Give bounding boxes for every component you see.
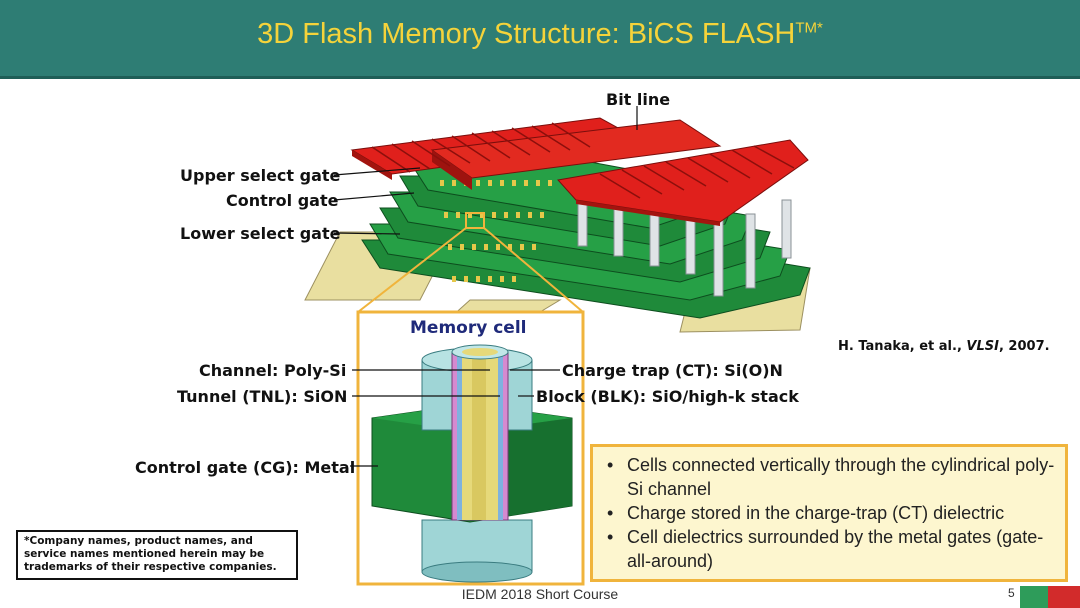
label-tunnel: Tunnel (TNL): SiON <box>177 387 348 406</box>
slide-header: 3D Flash Memory Structure: BiCS FLASHTM* <box>0 0 1080 79</box>
bullet-item: Cell dielectrics surrounded by the metal… <box>603 525 1057 573</box>
reference-journal: VLSI <box>966 339 999 354</box>
cell-highlight-box <box>465 212 485 229</box>
label-upper-select-gate: Upper select gate <box>180 166 341 185</box>
corner-logo-red <box>1048 586 1080 608</box>
leader-lines-left <box>333 167 421 235</box>
label-bit-line: Bit line <box>606 90 671 109</box>
bitline-block-right <box>557 139 809 226</box>
disclaimer-box: *Company names, product names, and servi… <box>16 530 298 580</box>
slide-title: 3D Flash Memory Structure: BiCS FLASHTM* <box>257 18 823 50</box>
label-control-gate-cg: Control gate (CG): Metal <box>135 458 356 477</box>
label-control-gate: Control gate <box>226 191 339 210</box>
footer-course: IEDM 2018 Short Course <box>461 586 619 602</box>
label-charge-trap: Charge trap (CT): Si(O)N <box>562 361 783 380</box>
page-number: 5 <box>1008 586 1015 600</box>
label-lower-select-gate: Lower select gate <box>180 224 341 243</box>
label-channel: Channel: Poly-Si <box>199 361 347 380</box>
bitline-stripes <box>371 122 795 199</box>
bullet-item: Charge stored in the charge-trap (CT) di… <box>603 501 1057 525</box>
label-memory-cell: Memory cell <box>410 318 527 338</box>
corner-logo-green <box>1020 586 1048 608</box>
bullet-item: Cells connected vertically through the c… <box>603 453 1057 501</box>
zoom-line-right <box>483 227 584 313</box>
reference-citation: H. Tanaka, et al., VLSI, 2007. <box>838 339 1050 354</box>
memory-cell-cylinder <box>371 344 573 583</box>
label-block: Block (BLK): SiO/high-k stack <box>536 387 799 406</box>
summary-callout: Cells connected vertically through the c… <box>590 444 1068 582</box>
trademark-superscript: TM* <box>795 19 823 37</box>
leader-lines-cell <box>350 369 560 467</box>
zoom-line-left <box>357 227 467 313</box>
